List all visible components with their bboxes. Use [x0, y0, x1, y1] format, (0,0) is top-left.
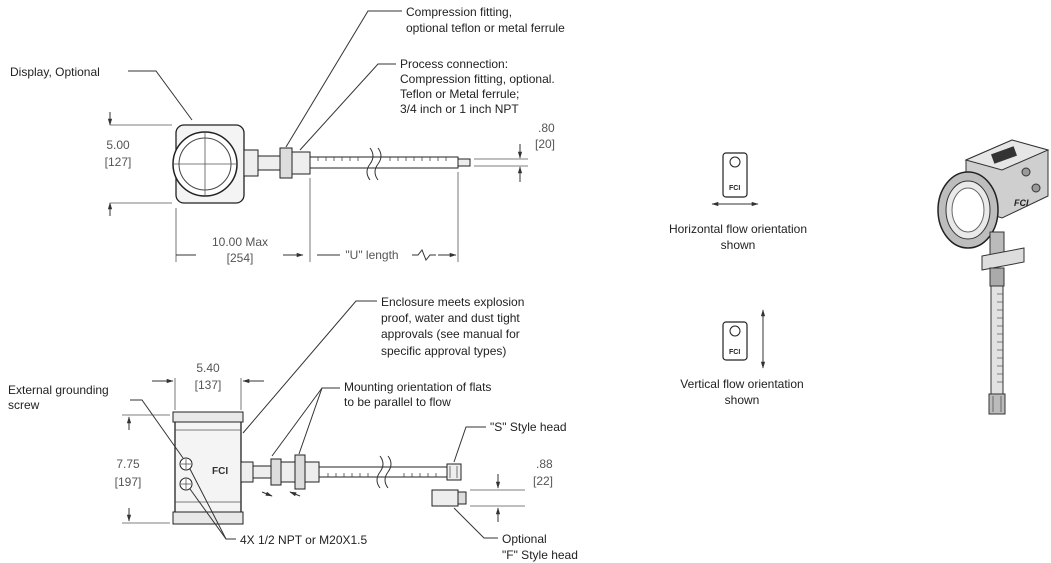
top-length-mm: [254]	[227, 251, 254, 265]
side-width-mm: [137]	[195, 378, 222, 392]
top-height-mm: [127]	[105, 155, 132, 169]
top-view: 5.00 [127] 10.00 Max [254] "U" length .8…	[10, 5, 565, 265]
top-height-in: 5.00	[106, 138, 130, 152]
side-probe-mm: [22]	[533, 474, 553, 488]
top-length-in: 10.00 Max	[212, 235, 268, 249]
vertical-orientation-label-2: shown	[725, 393, 760, 407]
callout-npt: 4X 1/2 NPT or M20X1.5	[240, 533, 368, 547]
top-probe-mm: [20]	[535, 137, 555, 151]
callout-process-3: Teflon or Metal ferrule;	[400, 87, 519, 101]
callout-grounding-1: External grounding	[8, 383, 109, 397]
top-probe-in: .80	[538, 121, 555, 135]
top-neck	[243, 149, 259, 177]
callout-enclosure-2: proof, water and dust tight	[381, 311, 520, 325]
side-width-in: 5.40	[196, 361, 220, 375]
side-view: FCI 5.40 [137]	[8, 295, 578, 562]
side-compression-fitting	[270, 458, 282, 486]
callout-enclosure-3: approvals (see manual for	[381, 327, 520, 341]
side-height-mm: [197]	[115, 475, 142, 489]
callout-grounding-2: screw	[8, 398, 40, 412]
top-u-length: "U" length	[345, 248, 398, 262]
callout-compression-2: optional teflon or metal ferrule	[406, 21, 565, 35]
callout-mounting-1: Mounting orientation of flats	[344, 380, 491, 394]
side-logo: FCI	[212, 466, 228, 477]
top-compression-fitting	[279, 147, 293, 179]
callout-process-1: Process connection:	[400, 57, 508, 71]
product-illustration: FCI	[937, 139, 1050, 415]
top-probe-ticks	[317, 157, 447, 161]
callout-compression-1: Compression fitting,	[406, 5, 512, 19]
callout-process-4: 3/4 inch or 1 inch NPT	[400, 102, 519, 116]
svg-text:FCI: FCI	[1014, 198, 1029, 208]
side-flats	[294, 454, 306, 490]
horizontal-orientation-icon: FCI	[711, 152, 759, 207]
side-s-head	[446, 463, 462, 481]
svg-text:FCI: FCI	[729, 185, 740, 192]
callout-enclosure-4: specific approval types)	[381, 344, 506, 358]
callout-mounting-2: to be parallel to flow	[344, 395, 451, 409]
callout-f-head-1: Optional	[502, 532, 547, 546]
horizontal-orientation-label-1: Horizontal flow orientation	[669, 222, 807, 236]
callout-s-head: "S" Style head	[490, 420, 567, 434]
svg-text:FCI: FCI	[729, 349, 740, 356]
side-probe-in: .88	[536, 457, 553, 471]
vertical-orientation-label-1: Vertical flow orientation	[680, 377, 803, 391]
callout-process-2: Compression fitting, optional.	[400, 72, 555, 86]
side-height-in: 7.75	[116, 457, 140, 471]
callout-f-head-2: "F" Style head	[502, 548, 578, 562]
callout-display: Display, Optional	[10, 65, 100, 79]
vertical-orientation-icon: FCI	[722, 309, 766, 369]
top-probe	[309, 156, 459, 169]
horizontal-orientation-label-2: shown	[721, 238, 756, 252]
side-f-head	[431, 489, 459, 507]
callout-enclosure-1: Enclosure meets explosion	[381, 295, 524, 309]
